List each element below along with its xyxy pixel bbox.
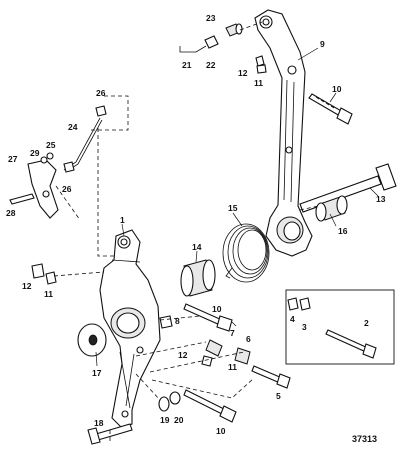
callout-24: 24 <box>68 122 78 132</box>
callout-2: 2 <box>364 318 369 328</box>
callout-11-left: 11 <box>44 289 53 299</box>
small-parts-top <box>179 23 267 74</box>
callout-26-left: 26 <box>62 184 72 194</box>
callout-23: 23 <box>206 13 216 23</box>
callout-3: 3 <box>302 322 307 332</box>
callout-20: 20 <box>174 415 184 425</box>
washer-17 <box>77 323 107 357</box>
screw-10-bottom <box>183 389 237 423</box>
washer-19-nut-20 <box>158 391 181 412</box>
callout-15: 15 <box>228 203 238 213</box>
link-arm <box>254 9 313 257</box>
callout-8: 8 <box>175 316 180 326</box>
callout-7: 7 <box>230 328 235 338</box>
callout-12-upper: 12 <box>238 68 248 78</box>
nut-6-7 <box>201 339 251 367</box>
callout-17: 17 <box>92 368 102 378</box>
callout-29: 29 <box>30 148 40 158</box>
bolt-18 <box>87 423 133 445</box>
callout-9: 9 <box>320 39 325 49</box>
screw-10-mid <box>183 303 233 332</box>
callout-5: 5 <box>276 391 281 401</box>
callout-10-upper: 10 <box>332 84 342 94</box>
callout-19: 19 <box>160 415 170 425</box>
callout-11-lower: 11 <box>228 362 237 372</box>
figure-code: 37313 <box>352 434 377 444</box>
alignment-lines <box>53 21 319 444</box>
inset-box <box>285 289 395 365</box>
callout-6: 6 <box>246 334 251 344</box>
callout-18: 18 <box>94 418 104 428</box>
leader-lines <box>95 47 379 367</box>
callout-26-top: 26 <box>96 88 106 98</box>
bushing-16 <box>315 195 348 222</box>
callout-12-left: 12 <box>22 281 32 291</box>
nut-12-11-left <box>31 263 57 285</box>
callout-21: 21 <box>182 60 192 70</box>
callout-11-upper: 11 <box>254 78 263 88</box>
callout-4: 4 <box>290 314 295 324</box>
callout-25: 25 <box>46 140 56 150</box>
callout-22: 22 <box>206 60 216 70</box>
callout-labels: 1 2 3 4 5 6 7 8 9 10 10 10 11 11 11 12 1… <box>6 13 386 436</box>
spring-15 <box>222 223 270 283</box>
left-linkage <box>9 105 107 219</box>
callout-1: 1 <box>120 215 125 225</box>
bushing-14 <box>180 259 216 297</box>
callout-16: 16 <box>338 226 348 236</box>
callout-10-mid: 10 <box>212 304 222 314</box>
bolt-13 <box>299 163 397 213</box>
callout-14: 14 <box>192 242 202 252</box>
callout-27: 27 <box>8 154 18 164</box>
callout-28: 28 <box>6 208 16 218</box>
nut-8 <box>159 315 173 329</box>
callout-13: 13 <box>376 194 386 204</box>
main-lever <box>99 229 161 429</box>
screw-10-upper <box>308 93 353 125</box>
callout-12-lower: 12 <box>178 350 188 360</box>
screw-5 <box>251 365 291 389</box>
callout-10-bottom: 10 <box>216 426 226 436</box>
